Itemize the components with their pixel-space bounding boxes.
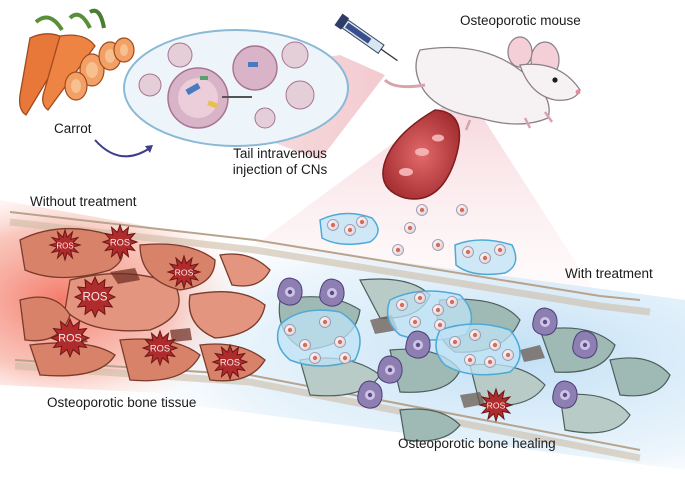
nanoparticle-icon	[462, 246, 474, 258]
ros-burst-icon: ROS	[166, 254, 202, 290]
nanoparticle-icon	[446, 296, 458, 308]
osteoclast-cell-icon	[357, 380, 383, 409]
injection-label: Tail intravenous injection of CNs	[205, 146, 355, 178]
ros-label: ROS	[58, 333, 81, 345]
carrot-icon	[18, 8, 135, 116]
ros-burst-icon: ROS	[141, 329, 179, 367]
osteoclast-cell-layer	[277, 277, 598, 409]
without-treatment-label: Without treatment	[30, 194, 137, 209]
nanoparticle-icon	[489, 339, 501, 351]
carrot-arrow-head	[145, 145, 153, 153]
osteoclast-cell-icon	[532, 307, 558, 336]
osteoclast-cell-icon	[377, 355, 403, 384]
injection-label-line2: injection of CNs	[232, 162, 328, 177]
ros-burst-icon: ROS	[73, 275, 117, 319]
nanoparticle-icon	[299, 339, 311, 351]
carrot-arrow	[94, 139, 151, 158]
nanoparticle-icon	[414, 292, 426, 304]
nanoparticle-icon	[392, 244, 404, 256]
bone-healing-label: Osteoporotic bone healing	[398, 436, 556, 451]
nanoparticle-icon	[319, 316, 331, 328]
ros-label: ROS	[175, 268, 194, 278]
ros-label: ROS	[150, 344, 170, 354]
nanoparticle-icon	[309, 352, 321, 364]
nanoparticle-icon	[494, 244, 506, 256]
osteoclast-cell-icon	[405, 330, 431, 359]
nanoparticle-icon	[339, 352, 351, 364]
mouse-label: Osteoporotic mouse	[460, 13, 581, 28]
blood-vessel-icon	[382, 109, 461, 200]
nanoparticle-zoom-ellipse	[123, 29, 349, 147]
nanoparticle-icon	[432, 304, 444, 316]
nanoparticle-clusters	[276, 212, 521, 376]
osteoclast-cell-icon	[552, 380, 578, 409]
syringe-icon	[334, 13, 398, 62]
nanoparticle-icon	[396, 299, 408, 311]
nanoparticle-icon	[469, 329, 481, 341]
ros-burst-icon: ROS	[48, 228, 82, 262]
ros-label: ROS	[56, 242, 73, 251]
nanoparticle-layer	[284, 204, 514, 368]
with-treatment-label: With treatment	[565, 266, 653, 281]
nanoparticle-icon	[334, 336, 346, 348]
nanoparticle-icon	[404, 222, 416, 234]
ros-label: ROS	[83, 292, 108, 304]
ros-burst-icon: ROS	[211, 343, 249, 381]
nanoparticle-icon	[479, 252, 491, 264]
injection-label-line1: Tail intravenous	[233, 146, 327, 161]
nanoparticle-icon	[449, 336, 461, 348]
osteoclast-cell-icon	[572, 330, 598, 359]
carrot-label: Carrot	[54, 121, 92, 136]
osteoclast-cell-icon	[277, 277, 303, 306]
nanoparticle-icon	[284, 324, 296, 336]
ros-label: ROS	[220, 358, 240, 368]
nanoparticle-icon	[464, 354, 476, 366]
nanoparticle-icon	[456, 204, 468, 216]
nanoparticle-icon	[327, 219, 339, 231]
nanoparticle-icon	[484, 356, 496, 368]
nanoparticle-icon	[344, 224, 356, 236]
mouse-icon	[383, 36, 581, 131]
ros-layer: ROS ROS ROS ROS ROS ROS ROS ROS	[48, 223, 514, 423]
osteoclast-cell-icon	[319, 278, 345, 307]
nanoparticle-icon	[409, 316, 421, 328]
ros-burst-icon: ROS	[49, 317, 91, 359]
bone-tissue-label: Osteoporotic bone tissue	[47, 395, 197, 410]
ros-label: ROS	[487, 401, 506, 411]
nanoparticle-icon	[356, 216, 368, 228]
nanoparticle-icon	[416, 204, 428, 216]
nanoparticle-icon	[502, 349, 514, 361]
nanoparticle-icon	[432, 239, 444, 251]
treated-debris	[370, 315, 545, 408]
ros-burst-icon: ROS	[101, 223, 139, 261]
ros-label: ROS	[110, 238, 130, 248]
nanoparticle-icon	[434, 319, 446, 331]
ros-burst-icon: ROS	[478, 387, 514, 423]
